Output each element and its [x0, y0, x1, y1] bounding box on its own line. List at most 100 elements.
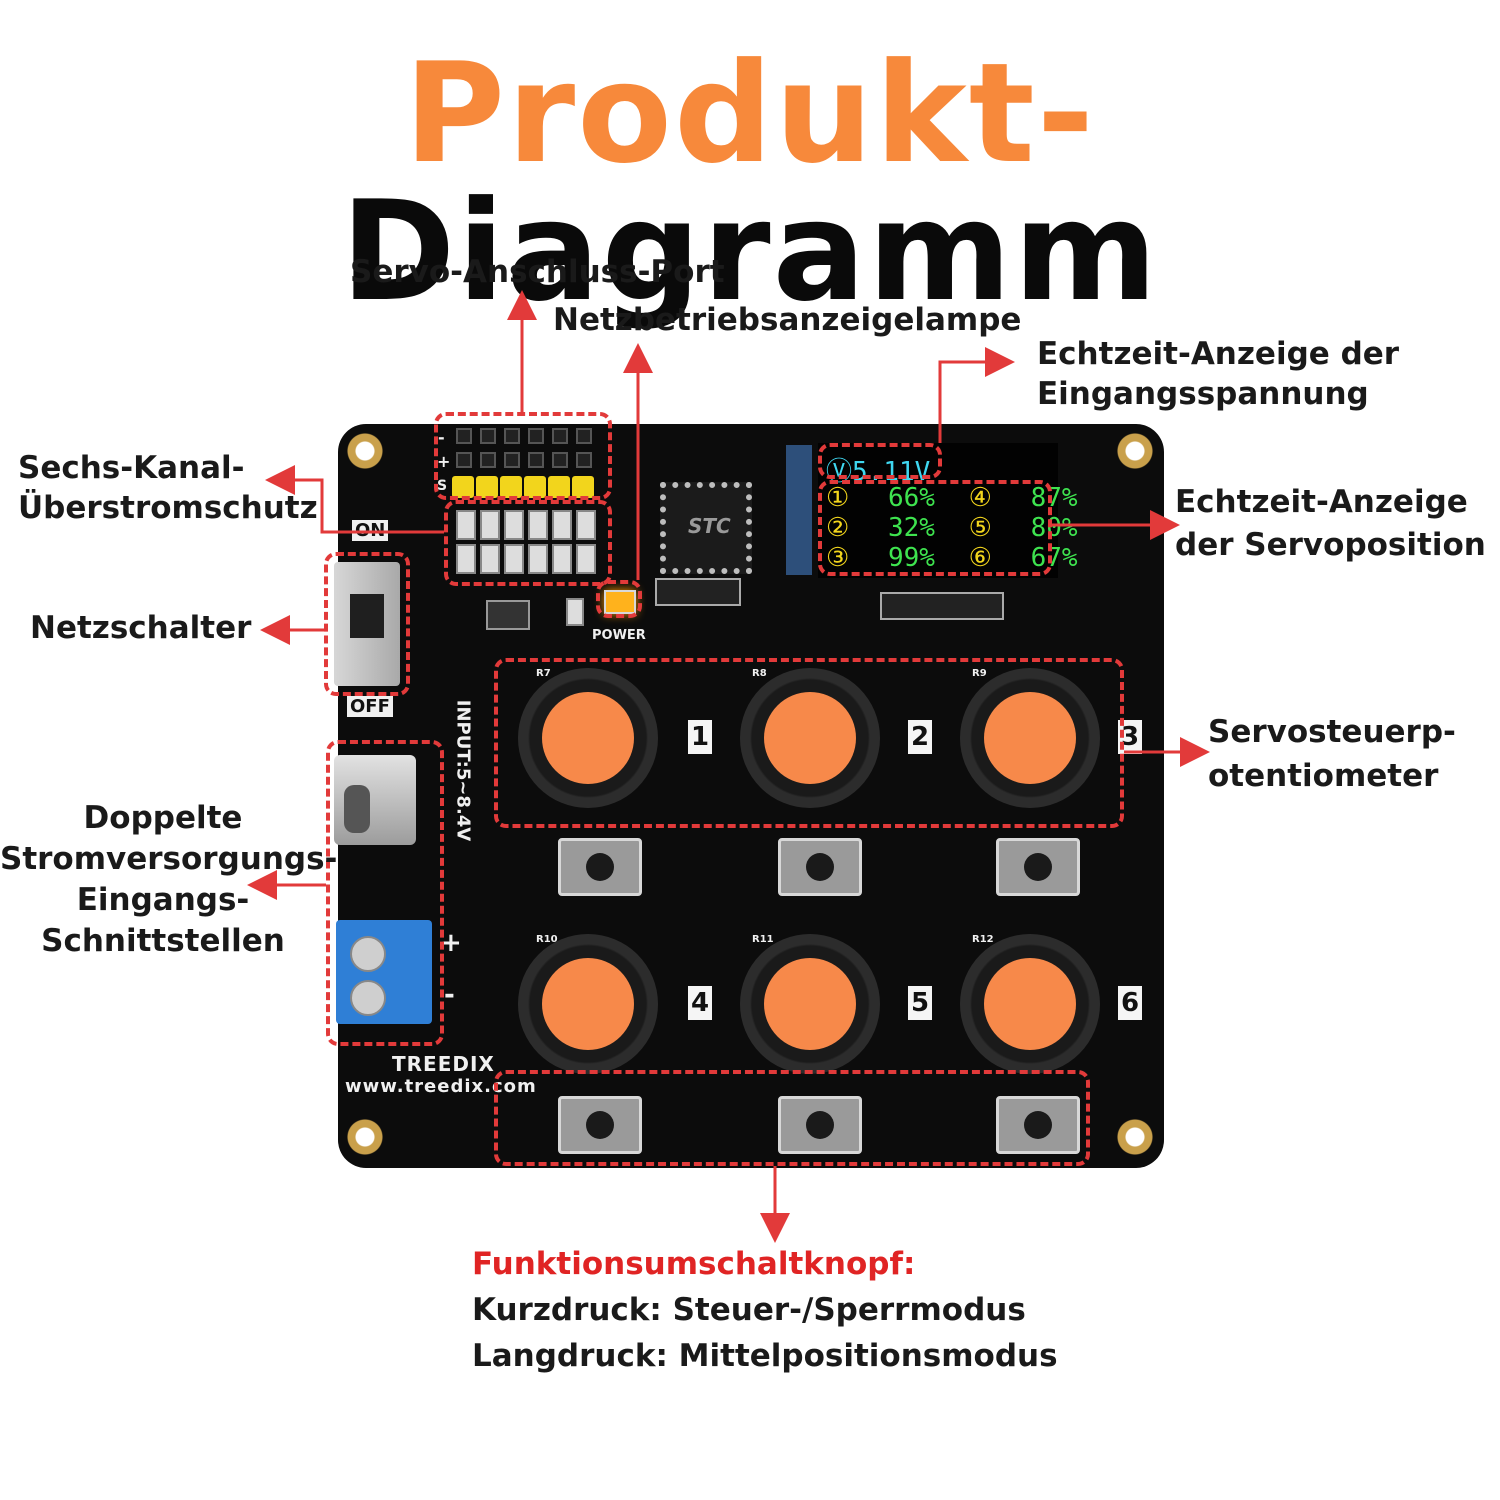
tactile-button[interactable]	[778, 838, 862, 896]
mount-hole-icon	[344, 1116, 386, 1158]
label-dual-input-1: Doppelte	[83, 800, 243, 836]
channel-percent: 87%	[1030, 483, 1078, 513]
potentiometer-3[interactable]	[960, 668, 1100, 808]
knob-icon[interactable]	[764, 692, 856, 784]
screw-icon	[350, 980, 386, 1016]
label-dual-input-2: Stromversorgungs-	[0, 841, 338, 877]
usb-c-socket-icon	[344, 785, 370, 833]
label-power-lamp: Netzbetriebsanzeigelampe	[553, 302, 1022, 338]
servo-header	[452, 424, 602, 504]
knob-icon[interactable]	[764, 958, 856, 1050]
knob-icon[interactable]	[542, 958, 634, 1050]
potentiometer-2[interactable]	[740, 668, 880, 808]
label-voltage-display-1: Echtzeit-Anzeige der	[1037, 336, 1400, 372]
title-part-2: Diagramm	[340, 171, 1160, 332]
arrow-voltage	[938, 347, 1015, 443]
label-servo-port: Servo-Anschluss-Port	[350, 254, 725, 290]
label-voltage-display-2: Eingangsspannung	[1037, 376, 1369, 412]
pin-label-minus: -	[438, 428, 445, 447]
smd-resistor	[566, 598, 584, 626]
label-potentiometer-2: otentiometer	[1208, 758, 1439, 794]
oled-ribbon	[786, 445, 812, 575]
usb-c-port[interactable]	[334, 755, 416, 845]
label-overcurrent-1: Sechs-Kanal-	[18, 450, 245, 486]
highlight-power-led	[596, 580, 642, 618]
label-dual-input-3: Eingangs-	[76, 882, 250, 918]
channel-number: ④	[968, 483, 992, 513]
regulator-chip	[486, 600, 530, 630]
mount-hole-icon	[1114, 430, 1156, 472]
label-potentiometer-1: Servosteuerp-	[1208, 714, 1456, 750]
pot-ref: R8	[752, 668, 767, 679]
tactile-button[interactable]	[996, 838, 1080, 896]
channel-number: ③	[826, 543, 850, 573]
pot-ref: R10	[536, 934, 558, 945]
channel-number: ①	[826, 483, 850, 513]
screw-terminal[interactable]	[336, 920, 432, 1024]
channel-percent: 99%	[888, 543, 935, 573]
label-function-button-long: Langdruck: Mittelpositionsmodus	[472, 1338, 1058, 1374]
knob-icon[interactable]	[542, 692, 634, 784]
function-button[interactable]	[996, 1096, 1080, 1154]
pot-ref: R9	[972, 668, 987, 679]
pin-label-s: S	[437, 478, 448, 494]
highlight-servo-position	[818, 480, 1052, 576]
fuse-array	[452, 506, 602, 576]
label-power-switch: Netzschalter	[30, 610, 252, 646]
brand-logo: TREEDIX	[392, 1052, 495, 1076]
channel-percent: 32%	[888, 513, 935, 543]
label-function-button-short: Kurzdruck: Steuer-/Sperrmodus	[472, 1292, 1026, 1328]
potentiometer-6[interactable]	[960, 934, 1100, 1074]
label-overcurrent-2: Überstromschutz	[18, 490, 318, 526]
function-button[interactable]	[778, 1096, 862, 1154]
highlight-voltage	[818, 443, 942, 479]
brand-url: www.treedix.com	[345, 1076, 537, 1097]
channel-tag: 6	[1118, 986, 1142, 1020]
label-servo-position-1: Echtzeit-Anzeige	[1175, 484, 1468, 520]
highlight-function-buttons	[494, 1070, 1090, 1166]
label-servo-position-2: der Servoposition	[1175, 527, 1486, 563]
highlight-servo-port	[434, 412, 612, 500]
terminal-minus-silk: -	[444, 980, 455, 1010]
highlight-power-inputs	[326, 740, 444, 1046]
screw-icon	[350, 936, 386, 972]
label-dual-input-4: Schnittstellen	[41, 923, 285, 959]
potentiometer-5[interactable]	[740, 934, 880, 1074]
power-silk-label: POWER	[592, 628, 646, 643]
highlight-potentiometers	[494, 658, 1124, 828]
pot-ref: R7	[536, 668, 551, 679]
channel-number: ⑤	[968, 513, 992, 543]
channel-percent: 66%	[888, 483, 935, 513]
terminal-plus-silk: +	[440, 928, 462, 958]
tactile-button[interactable]	[558, 838, 642, 896]
power-switch[interactable]	[334, 562, 400, 686]
page-title: Produkt-Diagramm	[0, 45, 1500, 321]
switch-slider[interactable]	[350, 594, 384, 638]
channel-number: ②	[826, 513, 850, 543]
knob-icon[interactable]	[984, 958, 1076, 1050]
knob-icon[interactable]	[984, 692, 1076, 784]
smd-resistor-array	[655, 578, 741, 606]
off-silk-label: OFF	[347, 696, 393, 717]
chip-label: STC	[688, 514, 731, 538]
highlight-fuses	[444, 500, 612, 586]
channel-tag: 5	[908, 986, 932, 1020]
mount-hole-icon	[1114, 1116, 1156, 1158]
pot-ref: R12	[972, 934, 994, 945]
highlight-power-switch	[324, 552, 410, 696]
channel-tag: 4	[688, 986, 712, 1020]
title-part-1: Produkt-	[403, 33, 1097, 194]
mcu-chip: STC	[660, 482, 752, 574]
label-function-button-title: Funktionsumschaltknopf:	[472, 1246, 916, 1282]
pin-label-plus: +	[437, 452, 451, 471]
channel-percent: 80%	[1030, 513, 1078, 543]
function-button[interactable]	[558, 1096, 642, 1154]
channel-percent: 67%	[1030, 543, 1078, 573]
mount-hole-icon	[344, 430, 386, 472]
potentiometer-1[interactable]	[518, 668, 658, 808]
channel-tag: 2	[908, 720, 932, 754]
arrow-overcurrent	[265, 465, 444, 534]
potentiometer-4[interactable]	[518, 934, 658, 1074]
channel-tag: 1	[688, 720, 712, 754]
